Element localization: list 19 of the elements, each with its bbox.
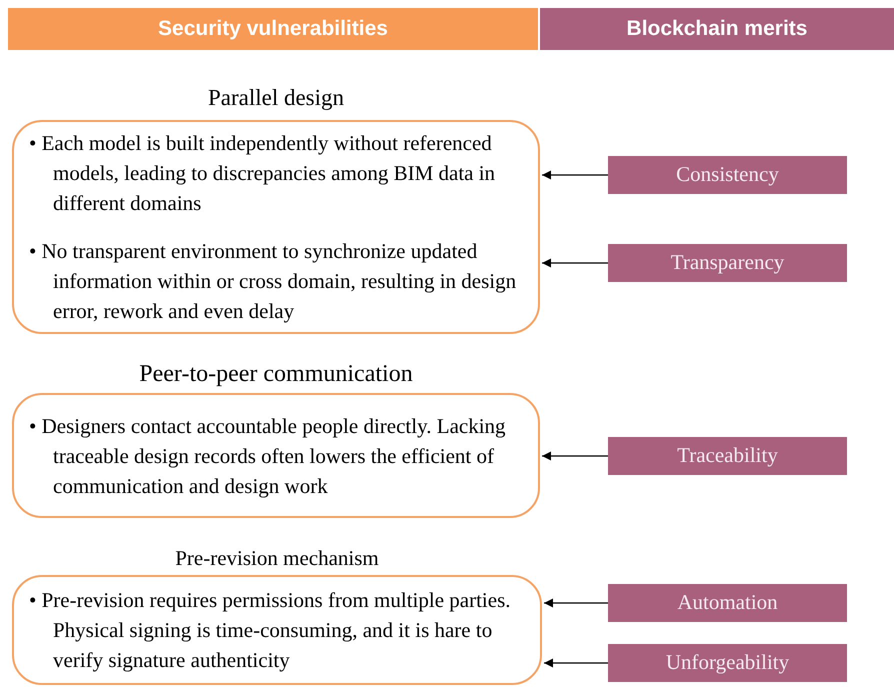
header-bar: Security vulnerabilities (8, 8, 538, 50)
arrow (544, 598, 608, 608)
bullet-text: • Designers contact accountable people directly. Lacking traceable design records often lowers the efficient of communication and design work (29, 412, 507, 500)
bullet-text: • Pre-revision requires permissions from multiple parties. Physical signing is time-consuming, and it is hare to verify signature authenticity (29, 587, 512, 674)
bullet-text: • Each model is built independently without referenced models, leading to discrepancies among BIM data in different domains (29, 130, 496, 217)
merit-box: Consistency (608, 156, 847, 194)
merit-box: Unforgeability (608, 644, 847, 682)
arrow (544, 658, 608, 668)
section-heading: Peer-to-peer communication (139, 360, 413, 389)
arrow (542, 258, 608, 268)
merit-box: Transparency (608, 244, 847, 282)
arrow (542, 170, 608, 180)
merit-box: Traceability (608, 437, 847, 475)
bullet-text: • No transparent environment to synchronize updated information within or cross domain, resulting in design error, rework and even delay (29, 238, 518, 325)
section-heading: Parallel design (208, 84, 344, 112)
merit-box: Automation (608, 584, 847, 622)
arrow (542, 451, 608, 461)
section-heading: Pre-revision mechanism (175, 545, 379, 572)
header-bar: Blockchain merits (540, 8, 894, 50)
